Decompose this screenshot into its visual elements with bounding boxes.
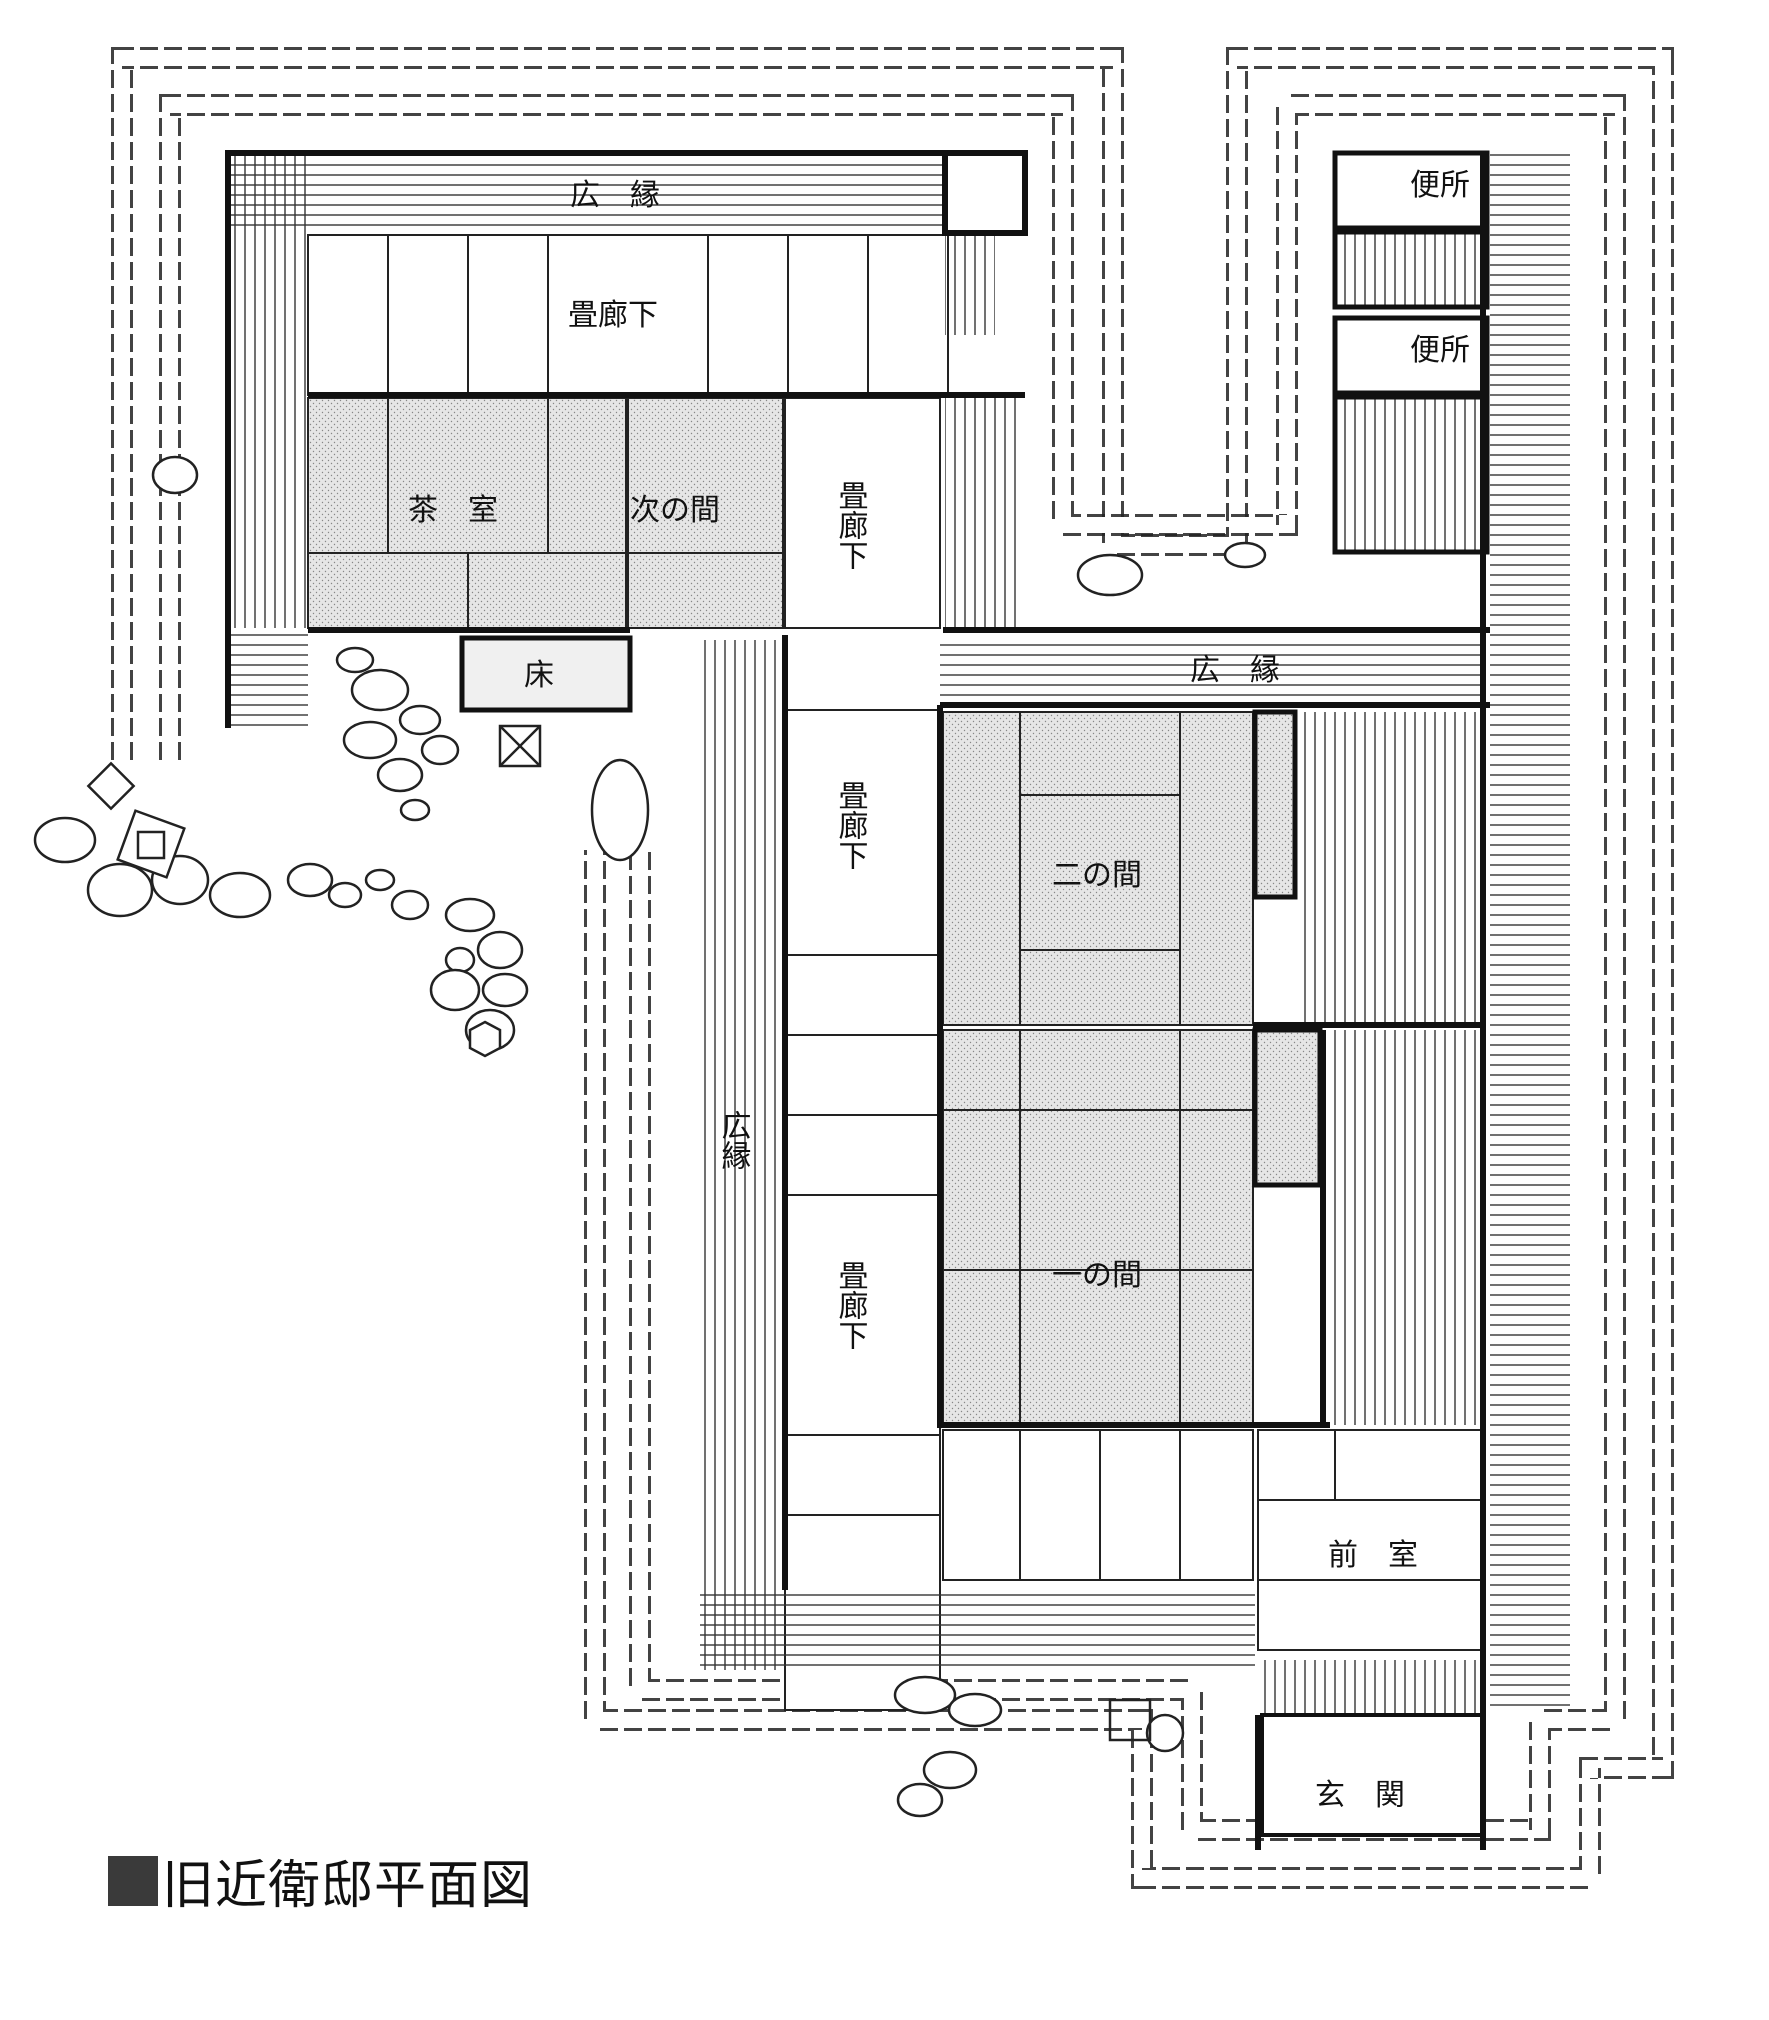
garden-stone-border xyxy=(111,47,1674,1889)
chashitsu-room xyxy=(307,397,627,629)
corridor-boards-mid xyxy=(945,398,1020,628)
hiroen-west-strip xyxy=(228,153,308,628)
tatami-corridor-west1-label: 畳廊下 xyxy=(833,780,869,870)
ninoma-alcove xyxy=(1252,709,1298,900)
main-walls xyxy=(225,150,1490,1850)
ninoma-side-boards xyxy=(1298,712,1483,1025)
toko-alcove xyxy=(459,635,633,713)
garden-stepping-stones xyxy=(33,455,1267,1818)
hiroen-east-floor xyxy=(940,640,1485,705)
tsuginoma-label: 次の間 xyxy=(630,493,720,528)
plan-title-text: 旧近衛邸平面図 xyxy=(162,1856,534,1916)
toilet-block xyxy=(1332,150,1490,555)
hiroen-east-label: 広 縁 xyxy=(1190,653,1280,688)
nw-steps xyxy=(228,630,308,730)
ichinoma-room xyxy=(942,1029,1254,1426)
ne-closet xyxy=(942,150,1028,236)
east-corridor-floor xyxy=(1490,153,1570,1713)
tatami-corridor-mid-label: 畳廊下 xyxy=(833,480,869,570)
tatami-row-south xyxy=(942,1429,1254,1581)
hiroen-north-label: 広 縁 xyxy=(570,178,660,213)
ichinoma-side-boards xyxy=(1325,1030,1483,1425)
zenshitsu-label: 前 室 xyxy=(1328,1538,1418,1573)
hiroen-west-label: 広縁 xyxy=(716,1110,752,1170)
tatami-corridor-north-label: 畳廊下 xyxy=(568,298,658,333)
genkan-floor xyxy=(1260,1713,1484,1837)
hiroen-west-floor xyxy=(700,640,780,1670)
ichinoma-tokonoma xyxy=(1252,1027,1323,1188)
zenshitsu-room xyxy=(1257,1429,1484,1651)
title-square-marker xyxy=(108,1855,158,1906)
genkan-steps xyxy=(1262,1660,1482,1715)
tatami-corridor-middle xyxy=(784,397,941,629)
stair-boards xyxy=(945,235,995,335)
tatami-corridor-west2-label: 畳廊下 xyxy=(833,1260,869,1350)
genkan-label: 玄 関 xyxy=(1315,1778,1405,1813)
plan-title: 旧近衛邸平面図 xyxy=(108,1843,533,1918)
toko-label: 床 xyxy=(524,658,554,693)
chashitsu-label: 茶 室 xyxy=(408,493,498,528)
hiroen-north-floor xyxy=(228,153,953,233)
ichinoma-label: 一の間 xyxy=(1052,1258,1142,1293)
ninoma-label: 二の間 xyxy=(1052,858,1142,893)
tatami-corridor-west xyxy=(784,709,941,1711)
benjo-2-label: 便所 xyxy=(1410,333,1470,368)
benjo-1-label: 便所 xyxy=(1410,168,1470,203)
hiroen-south-floor xyxy=(700,1590,1255,1670)
stone-lantern xyxy=(86,724,1185,1753)
